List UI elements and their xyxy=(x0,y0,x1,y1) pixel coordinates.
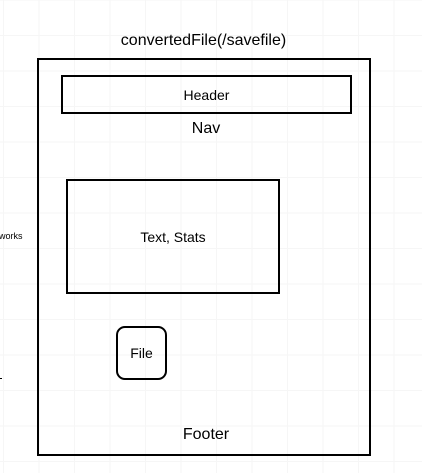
content-box: Text, Stats xyxy=(66,179,280,294)
footer-label: Footer xyxy=(182,426,230,443)
diagram-title: convertedFile(/savefile) xyxy=(120,32,287,49)
left-cut-label: works xyxy=(0,231,23,241)
file-box: File xyxy=(116,326,167,380)
nav-label: Nav xyxy=(191,120,221,137)
content-label: Text, Stats xyxy=(140,228,206,245)
page-frame xyxy=(37,58,371,456)
header-box: Header xyxy=(61,75,352,114)
file-label: File xyxy=(130,345,153,361)
header-label: Header xyxy=(183,86,230,103)
left-edge-tick xyxy=(0,378,2,379)
